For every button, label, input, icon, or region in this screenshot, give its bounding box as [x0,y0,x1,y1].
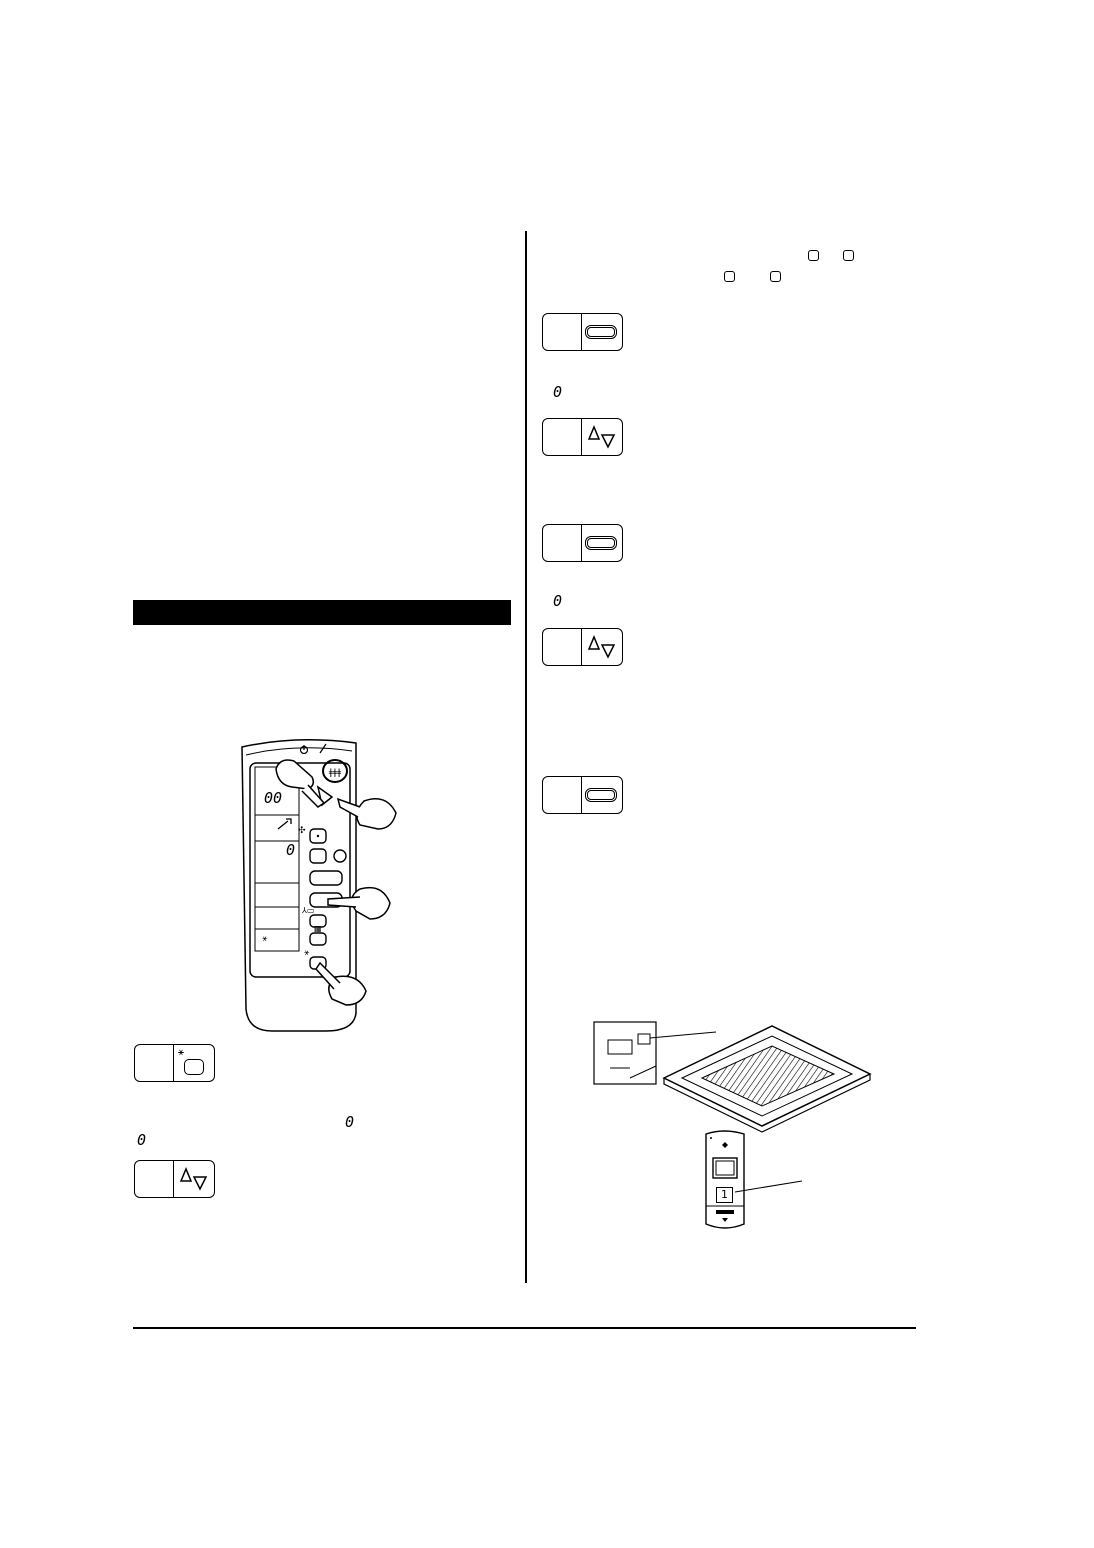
step-box-up-down [134,1160,216,1198]
pill-button[interactable] [585,788,617,802]
inline-digit: 0 [553,383,563,401]
step-box-up-down [542,418,624,456]
pill-button[interactable] [585,325,617,339]
up-down-arrows-icon[interactable] [584,423,620,453]
filter-sign-icon: ⚹ [178,1047,184,1058]
up-down-arrows-icon[interactable] [176,1165,212,1195]
svg-text:⅄▭: ⅄▭ [301,906,314,915]
svg-text:✣: ✣ [298,826,306,836]
up-down-arrows-icon[interactable] [584,633,620,663]
svg-text:⚹: ⚹ [304,948,310,958]
remote-display-digits: 00 [264,789,283,807]
remote-controller-illustration: ǂǂǂ ✣ ⅄▭ ▦ ⚹ ⚹ [241,739,397,1032]
inline-digit: 0 [137,1131,147,1149]
step-box-up-down [542,628,624,666]
ceiling-cassette-unit-illustration [593,1021,872,1133]
remote-display-digit: 0 [286,841,296,859]
inline-digit: 0 [345,1113,355,1131]
square-symbol [843,250,854,261]
step-box-filter-sign: ⚹ [134,1044,216,1082]
inline-digit: 0 [553,592,563,610]
wireless-remote-illustration [705,1130,803,1229]
step-box-pill-button [542,313,624,351]
svg-text:⚹: ⚹ [262,934,268,944]
svg-text:ǂǂǂ: ǂǂǂ [329,768,342,778]
square-symbol [724,271,735,282]
pill-button[interactable] [585,536,617,550]
step-box-pill-button [542,524,624,562]
remote-address-badge: 1 [716,1187,733,1203]
svg-text:▦: ▦ [314,924,322,933]
step-box-pill-button [542,776,624,814]
filter-sign-button[interactable] [184,1059,204,1075]
square-symbol [808,250,819,261]
square-symbol [770,271,781,282]
column-divider [525,231,527,1283]
section-heading-bar [133,600,511,625]
footer-rule [133,1327,916,1329]
